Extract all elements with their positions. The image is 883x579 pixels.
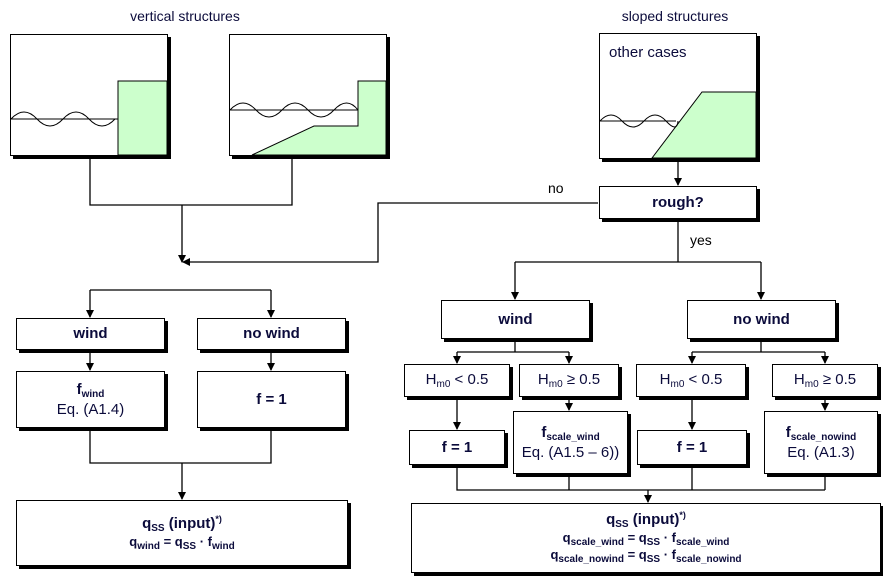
heading-vertical-structures: vertical structures bbox=[130, 8, 240, 24]
f-scale-nowind-symbol: fscale_nowind bbox=[785, 424, 857, 444]
rough-decision-box: rough? bbox=[599, 186, 757, 219]
right-result-line1: qSS (input)*) bbox=[606, 510, 686, 531]
right-result-box: qSS (input)*) qscale_wind = qSS · fscale… bbox=[411, 503, 881, 573]
f-scale-wind-equation: Eq. (A1.5 – 6)) bbox=[521, 443, 620, 461]
no-branch-label: no bbox=[548, 180, 564, 196]
f-scale-nowind-equation: Eq. (A1.3) bbox=[787, 443, 855, 461]
nowind-hm0-ge-box: Hm0 ≥ 0.5 bbox=[772, 364, 878, 397]
left-f-equals-one-box: f = 1 bbox=[197, 371, 346, 428]
right-wind-box: wind bbox=[441, 300, 590, 339]
left-result-line1: qSS (input)*) bbox=[142, 514, 222, 534]
f-wind-box: fwind Eq. (A1.4) bbox=[16, 371, 165, 428]
nowind-f-equals-one-box: f = 1 bbox=[637, 430, 747, 465]
other-cases-label: other cases bbox=[609, 44, 687, 61]
heading-sloped-structures: sloped structures bbox=[621, 8, 729, 24]
sloped-structure-illustration: other cases bbox=[599, 33, 757, 159]
wind-hm0-ge-box: Hm0 ≥ 0.5 bbox=[519, 364, 619, 397]
composite-vertical-illustration bbox=[229, 34, 387, 156]
left-result-box: qSS (input)*) qwind = qSS · fwind bbox=[16, 500, 348, 566]
yes-branch-label: yes bbox=[690, 232, 712, 248]
f-wind-equation: Eq. (A1.4) bbox=[56, 400, 125, 418]
right-result-line2: qscale_wind = qSS · fscale_wind bbox=[562, 529, 730, 548]
f-scale-wind-symbol: fscale_wind bbox=[541, 424, 600, 444]
left-result-line2: qwind = qSS · fwind bbox=[129, 533, 235, 552]
right-result-line3: qscale_nowind = qSS · fscale_nowind bbox=[550, 547, 742, 566]
left-wind-box: wind bbox=[16, 318, 165, 350]
left-no-wind-box: no wind bbox=[197, 318, 346, 350]
vertical-wall-illustration bbox=[10, 34, 168, 156]
f-wind-symbol: fwind bbox=[76, 381, 105, 401]
f-scale-wind-box: fscale_wind Eq. (A1.5 – 6)) bbox=[513, 411, 628, 474]
right-no-wind-box: no wind bbox=[687, 300, 836, 339]
wind-hm0-lt-box: Hm0 < 0.5 bbox=[404, 364, 510, 397]
f-scale-nowind-box: fscale_nowind Eq. (A1.3) bbox=[764, 411, 878, 474]
nowind-hm0-lt-box: Hm0 < 0.5 bbox=[636, 364, 746, 397]
wind-f-equals-one-box: f = 1 bbox=[409, 430, 505, 465]
